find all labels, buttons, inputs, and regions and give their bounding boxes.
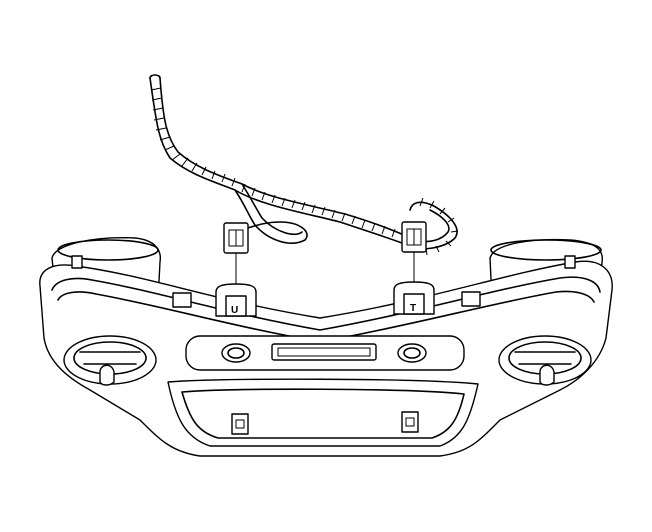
console-connector-right: T [393, 281, 435, 315]
console-housing [39, 236, 613, 457]
left-harness-connector [223, 222, 249, 292]
right-harness-connector [401, 221, 427, 290]
connector-letter-t: T [410, 303, 416, 314]
connector-letter-u: U [231, 305, 238, 316]
console-connector-left: U [215, 283, 257, 317]
wiring-harness [149, 74, 459, 256]
